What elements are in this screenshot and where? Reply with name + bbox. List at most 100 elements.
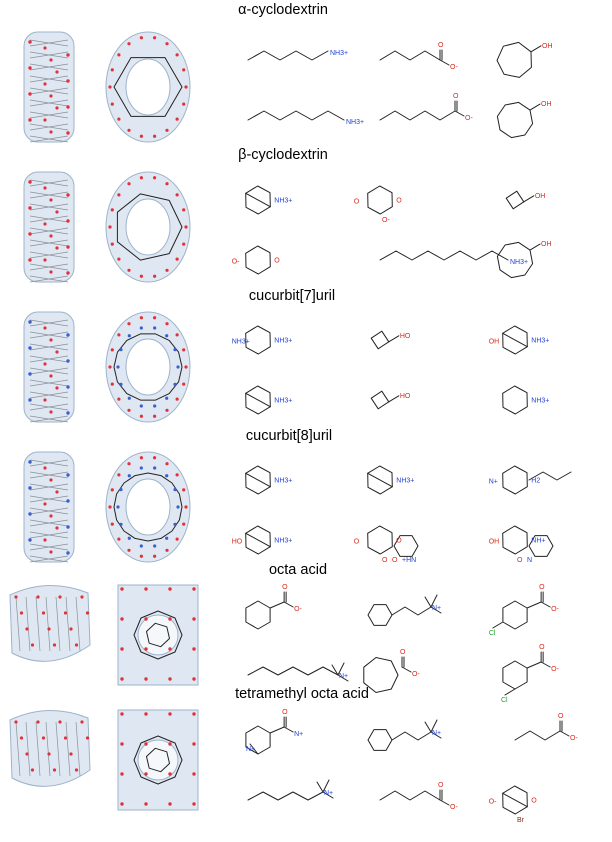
atom-label: N+: [432, 605, 441, 612]
atom-label: O: [531, 798, 537, 805]
host-cb8: [23, 451, 191, 563]
host-top-view: [117, 709, 199, 811]
atom-label: NH3+: [510, 259, 528, 266]
atom-label: NH+: [531, 538, 545, 545]
atom-label: OH: [541, 101, 552, 108]
guest-cyclobutanol: OH: [505, 190, 546, 210]
atom-label: NH3+: [274, 398, 292, 405]
atom-label: N+: [294, 731, 303, 738]
guest-cyclohexanediamine: NH3+ NH3+: [232, 325, 292, 355]
atom-label: O: [438, 782, 444, 789]
guest-aminocyclohexanol: HO: [370, 390, 411, 410]
section-header: β-cyclodextrin: [238, 147, 328, 163]
atom-label: O-: [232, 258, 240, 265]
atom-label: O-: [412, 671, 420, 678]
section-header: α-cyclodextrin: [238, 2, 328, 18]
atom-label: O-: [551, 666, 559, 673]
atom-label: O: [438, 42, 444, 49]
host-side-view: [23, 311, 75, 423]
host-side-view: [23, 31, 75, 143]
atom-label: O-: [465, 115, 473, 122]
atom-label: NH3+: [346, 119, 364, 126]
atom-label: O: [558, 713, 564, 720]
host-top-view: [117, 584, 199, 686]
atom-label: OH: [489, 338, 500, 345]
guest-methoxyphenylacetate: OOO-: [354, 185, 402, 224]
atom-label: O-: [570, 735, 578, 742]
atom-label: O: [354, 198, 360, 205]
guest-cyclooctanol-b: OH: [496, 241, 552, 279]
guest-aminohydroxyadamantane: NH3+ OH: [489, 325, 549, 355]
atom-label: OH: [535, 193, 546, 200]
section-header: cucurbit[8]uril: [246, 428, 332, 444]
host-side-view: [9, 585, 91, 662]
guest-hexylammonium: NH3+: [247, 110, 364, 126]
guest-methamphetamine: H2N+: [489, 465, 572, 495]
guest-adamantylethylammonium: NH3+: [245, 185, 292, 215]
atom-label: NH3+: [274, 538, 292, 545]
atom-label: O: [354, 538, 360, 545]
guest-bornylamine: NH3+: [245, 385, 292, 415]
atom-label: OH: [542, 43, 553, 50]
atom-label: HO: [232, 538, 243, 545]
guest-camphorylamine: NH3+: [367, 465, 414, 495]
guest-amino-hydroxy-tricycle: NH3+ HO: [232, 525, 292, 555]
atom-label: NH3+: [274, 338, 292, 345]
atom-label: O-: [382, 217, 390, 224]
guest-bromonorbornanecarboxylate: O O- Br: [489, 785, 537, 824]
host-side-view: [23, 171, 75, 283]
atom-label: +HN: [402, 557, 416, 564]
guest-heptanoate: O O-: [379, 93, 473, 122]
atom-label: NH3+: [274, 198, 292, 205]
guest-pentyltrimethylammonium: N+: [247, 779, 334, 801]
host-cd-beta: [23, 171, 191, 283]
atom-label: NH3+: [531, 338, 549, 345]
atom-label: HO: [400, 333, 411, 340]
atom-label: OH: [541, 241, 552, 248]
atom-label: O: [539, 644, 545, 651]
host-side-view: [23, 451, 75, 563]
atom-label: OH: [489, 538, 500, 545]
atom-label: O: [400, 649, 406, 656]
atom-label: O: [396, 538, 402, 545]
atom-label: O-: [551, 606, 559, 613]
atom-label: O: [539, 584, 545, 591]
guest-phenethyltrimethylammonium-b: N+: [367, 719, 442, 751]
guest-hexenoate: O O-: [379, 42, 458, 71]
section-header: tetramethyl octa acid: [235, 686, 369, 702]
guest-cycloheptanol: OH: [496, 41, 553, 78]
guest-hexynoate: O O-: [379, 782, 458, 811]
atom-label: HO: [400, 393, 411, 400]
guest-chlorobenzoate-m: O O- Cl: [501, 644, 560, 704]
atom-label: O-: [450, 64, 458, 71]
atom-label: O: [282, 709, 288, 716]
atom-label: O: [392, 557, 398, 564]
atom-label: N: [527, 557, 532, 564]
host-top-view: [105, 31, 191, 143]
guest-methylpentenoate: O O-: [514, 713, 578, 742]
atom-label: Cl: [501, 697, 508, 704]
guest-aminonorbornane: NH3+: [245, 465, 292, 495]
atom-label: O: [453, 93, 459, 100]
host-side-view: [9, 710, 91, 787]
guest-cyclooctylammonium: NH3+: [502, 385, 549, 415]
guest-chlorobenzoate-p: OO-Cl: [489, 584, 560, 637]
atom-label: N+: [339, 673, 348, 680]
atom-label: O-: [489, 798, 497, 805]
host-top-view: [105, 451, 191, 563]
atom-label: O: [382, 557, 388, 564]
host-cd-alpha: [23, 31, 191, 143]
guest-octylammonium: NH3+: [379, 250, 528, 266]
guest-phenethyltrimethylammonium: N+: [367, 594, 442, 626]
atom-label: O-: [450, 804, 458, 811]
atom-label: NH3+: [232, 338, 250, 345]
guest-nitrobenzoate: ON+N+: [245, 709, 303, 755]
atom-label: NH3+: [396, 478, 414, 485]
host-top-view: [105, 171, 191, 283]
guest-pentylammonium: NH3+: [247, 50, 348, 61]
atom-label: H2: [531, 478, 540, 485]
atom-label: Br: [517, 817, 525, 824]
